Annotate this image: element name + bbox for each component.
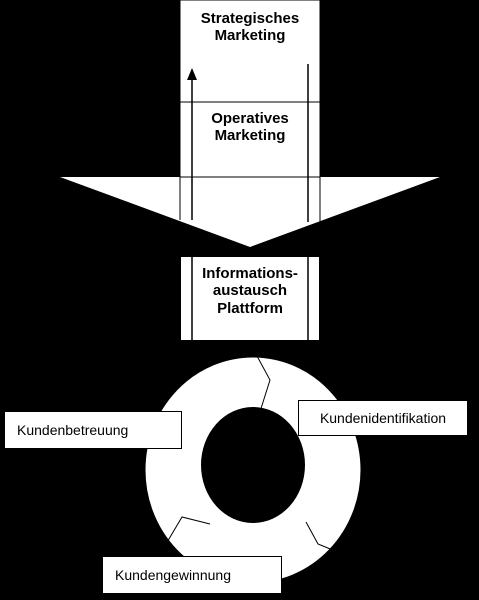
- strategisch-line1: Strategisches: [200, 10, 300, 27]
- operativ-line1: Operatives: [211, 110, 289, 127]
- cycle-ring-hole: [201, 407, 305, 523]
- strategisch-label: Strategisches Marketing: [180, 10, 320, 45]
- up-arrowhead-icon: [187, 68, 197, 80]
- ring-arrow-top: [256, 355, 271, 419]
- plattform-box: [181, 257, 319, 340]
- strategisch-box: [179, 0, 321, 103]
- plattform-line3: Plattform: [217, 299, 283, 317]
- plattform-label: Informations- austausch Plattform: [181, 265, 319, 317]
- plattform-line1: Informations-: [202, 265, 298, 282]
- operativ-box: [179, 101, 321, 178]
- down-arrow-shape: [60, 177, 440, 247]
- ring-arrow-left: [165, 516, 211, 545]
- operativ-line2: Marketing: [214, 127, 286, 145]
- kundengewinnung-box: Kundengewinnung: [102, 556, 282, 594]
- strategisch-line2: Marketing: [214, 27, 286, 45]
- operativ-label: Operatives Marketing: [180, 110, 320, 145]
- kundenbetreuung-box: Kundenbetreuung: [4, 411, 182, 449]
- plattform-line2: austausch: [212, 282, 288, 300]
- ring-arrow-right: [305, 521, 341, 554]
- kundenidentifikation-box: Kundenidentifikation: [298, 400, 468, 436]
